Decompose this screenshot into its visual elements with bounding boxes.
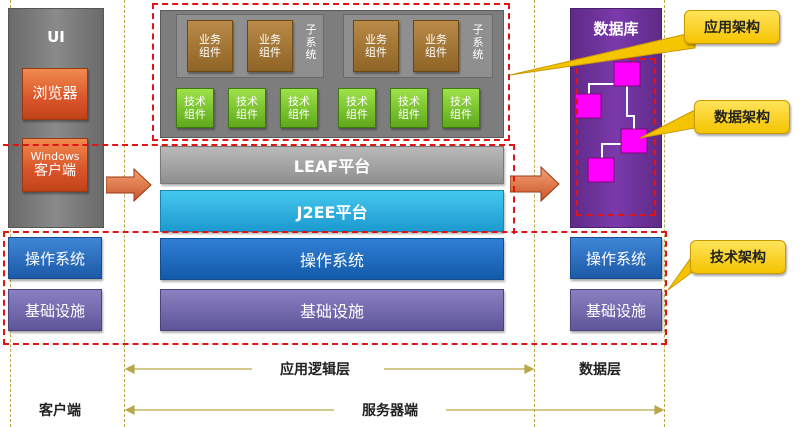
biz-4-line1: 业务 <box>425 32 447 46</box>
tech-2-line2: 组件 <box>236 108 258 121</box>
client-os-box: 操作系统 <box>8 237 102 279</box>
tech-component-2: 技术 组件 <box>228 88 266 128</box>
tech-1-line2: 组件 <box>184 108 206 121</box>
tech-architecture-outline <box>3 231 667 345</box>
tech-3-line2: 组件 <box>288 108 310 121</box>
biz-2-line1: 业务 <box>259 32 281 46</box>
tech-component-4: 技术 组件 <box>338 88 376 128</box>
biz-4-line2: 组件 <box>425 46 447 59</box>
biz-3-line1: 业务 <box>365 32 387 46</box>
db-node-1 <box>574 93 602 119</box>
tech-4-line1: 技术 <box>346 94 368 108</box>
server-os-bar: 操作系统 <box>160 238 504 280</box>
biz-1-line2: 组件 <box>199 46 221 59</box>
guide-line-app-data <box>534 0 535 427</box>
tech-1-line1: 技术 <box>184 94 206 108</box>
server-infra-bar: 基础设施 <box>160 289 504 331</box>
windows-client-line1: Windows <box>30 149 80 163</box>
callout-app-architecture: 应用架构 <box>684 10 780 44</box>
data-os-box: 操作系统 <box>570 237 662 279</box>
db-node-2 <box>613 61 641 87</box>
label-data-layer: 数据层 <box>579 362 621 378</box>
guide-line-right <box>664 0 665 427</box>
biz-1-line1: 业务 <box>199 32 221 46</box>
business-component-4: 业务 组件 <box>413 20 459 72</box>
tech-6-line1: 技术 <box>450 94 472 108</box>
browser-box: 浏览器 <box>22 68 88 120</box>
data-structure-graph <box>574 61 648 183</box>
tech-component-5: 技术 组件 <box>390 88 428 128</box>
tech-component-6: 技术 组件 <box>442 88 480 128</box>
windows-client-line2: 客户端 <box>34 163 76 180</box>
subsystem-label-2: 子系统 <box>472 23 484 62</box>
tech-2-line1: 技术 <box>236 94 258 108</box>
client-infra-box: 基础设施 <box>8 289 102 331</box>
business-component-2: 业务 组件 <box>247 20 293 72</box>
label-server-side: 服务器端 <box>362 403 418 419</box>
windows-client-box: Windows 客户端 <box>22 138 88 192</box>
leaf-platform-bar: LEAF平台 <box>160 146 504 184</box>
ui-title: UI <box>47 28 65 46</box>
database-title: 数据库 <box>593 19 639 38</box>
tech-component-3: 技术 组件 <box>280 88 318 128</box>
guide-line-client-server <box>124 0 125 427</box>
subsystem-label-1: 子系统 <box>305 23 317 62</box>
tech-component-1: 技术 组件 <box>176 88 214 128</box>
tech-3-line1: 技术 <box>288 94 310 108</box>
arrow-server-to-data <box>510 166 560 202</box>
callout-pointers <box>509 31 696 291</box>
label-client-side: 客户端 <box>39 403 81 419</box>
data-infra-box: 基础设施 <box>570 289 662 331</box>
app-architecture-outline <box>152 3 510 141</box>
callout-tech-architecture: 技术架构 <box>690 240 786 274</box>
biz-2-line2: 组件 <box>259 46 281 59</box>
biz-3-line2: 组件 <box>365 46 387 59</box>
tech-5-line1: 技术 <box>398 94 420 108</box>
tech-4-line2: 组件 <box>346 108 368 121</box>
label-app-logic-layer: 应用逻辑层 <box>280 362 350 378</box>
db-node-4 <box>587 157 615 183</box>
dimension-arrows <box>124 364 664 415</box>
db-node-3 <box>620 128 648 154</box>
business-component-1: 业务 组件 <box>187 20 233 72</box>
tech-5-line2: 组件 <box>398 108 420 121</box>
callout-data-architecture: 数据架构 <box>694 100 790 134</box>
arrow-client-to-server <box>106 168 152 202</box>
tech-6-line2: 组件 <box>450 108 472 121</box>
business-component-3: 业务 组件 <box>353 20 399 72</box>
platform-outline-top <box>3 144 515 234</box>
